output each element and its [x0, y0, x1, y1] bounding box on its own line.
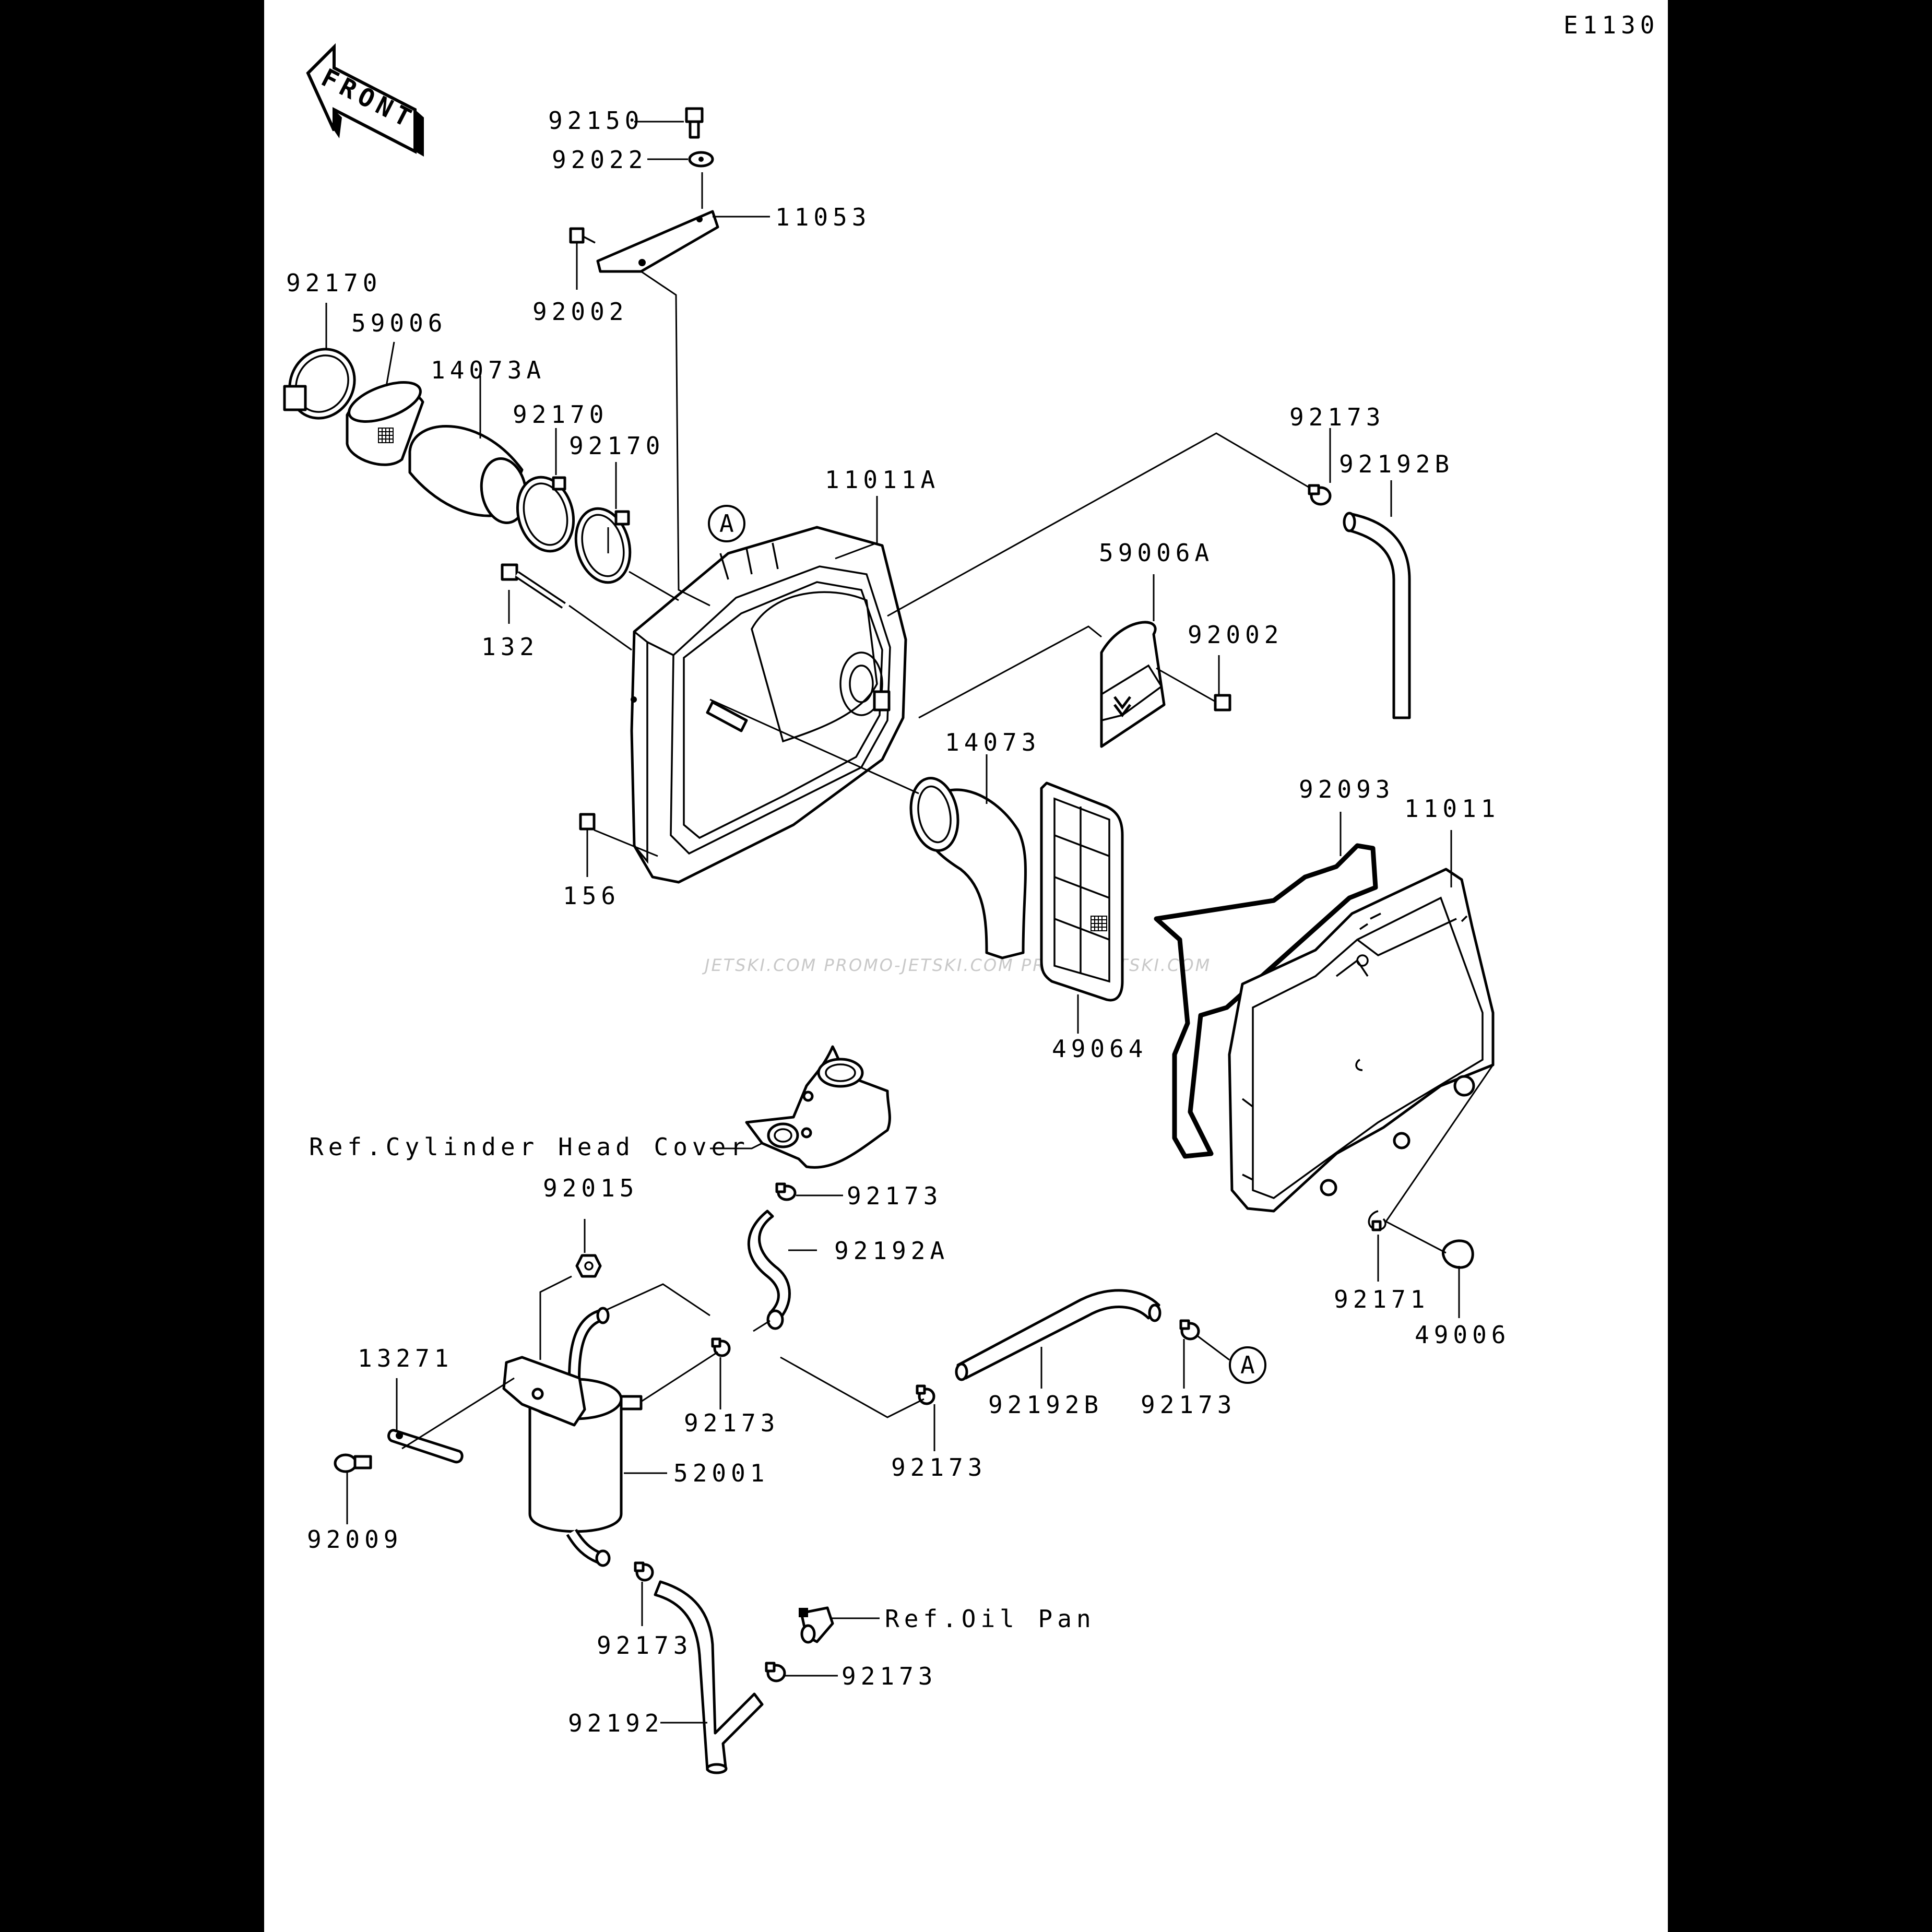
label-132: 132 — [481, 633, 539, 661]
label-92192A: 92192A — [834, 1237, 949, 1265]
label-156: 156 — [563, 882, 620, 910]
bolt-132 — [501, 563, 566, 609]
clamp-92173-top — [1308, 484, 1332, 506]
label-11053: 11053 — [775, 203, 871, 231]
clamp-92173-head — [775, 1182, 797, 1201]
label-92170-c: 92170 — [569, 432, 665, 460]
label-49006: 49006 — [1415, 1321, 1510, 1349]
elbow-duct-14073 — [909, 777, 1027, 959]
label-59006: 59006 — [351, 309, 447, 337]
label-92022: 92022 — [552, 146, 647, 174]
clamp-92173-oil — [765, 1662, 786, 1682]
label-92002-top: 92002 — [532, 298, 628, 326]
label-92170-b: 92170 — [513, 400, 608, 429]
label-92173-top: 92173 — [1289, 403, 1385, 431]
hose-92192B-top — [1343, 512, 1411, 719]
label-92170-a: 92170 — [286, 269, 382, 297]
clamp-92170-mid-b — [574, 507, 632, 584]
label-92009: 92009 — [307, 1525, 402, 1554]
ref-oil-pan: Ref.Oil Pan — [885, 1605, 1096, 1633]
bolt-92002-top — [569, 227, 596, 244]
air-cleaner-housing-11011A — [630, 526, 907, 884]
leader-lines — [325, 121, 1494, 1724]
label-92015: 92015 — [543, 1174, 638, 1202]
ref-cylinder-head-cover: Ref.Cylinder Head Cover — [309, 1133, 750, 1161]
bolt-92002-right — [1214, 694, 1231, 712]
svg-text:A: A — [719, 509, 734, 538]
label-14073: 14073 — [945, 728, 1040, 756]
air-cleaner-cover-11011 — [1228, 868, 1495, 1213]
clip-92171 — [1368, 1210, 1386, 1231]
label-92002-right: 92002 — [1188, 621, 1283, 649]
cover-59006A — [1100, 621, 1166, 748]
gasket-92093 — [1154, 843, 1378, 1159]
label-92192B-top: 92192B — [1339, 450, 1454, 478]
clamp-92170-mid-a — [516, 476, 575, 553]
separator-52001 — [502, 1307, 643, 1567]
label-14073A: 14073A — [431, 356, 546, 384]
bolt-92150 — [685, 107, 704, 139]
label-92173-oil: 92173 — [841, 1662, 937, 1690]
oil-pan-fitting — [799, 1606, 834, 1644]
label-49064: 49064 — [1052, 1035, 1147, 1063]
label-59006A: 59006A — [1099, 539, 1214, 567]
cylinder-head-cover — [745, 1045, 891, 1169]
clamp-92170-left — [283, 348, 356, 420]
callout-a-upper: A — [708, 505, 745, 542]
label-92173-head: 92173 — [847, 1182, 942, 1210]
label-92150: 92150 — [548, 106, 644, 135]
bolt-156 — [579, 813, 596, 831]
diagram-code: E1130 — [1563, 11, 1659, 39]
stay-13271 — [387, 1429, 464, 1464]
label-52001: 52001 — [673, 1459, 769, 1487]
label-92192B-mid: 92192B — [988, 1391, 1103, 1419]
label-92173-separator: 92173 — [684, 1409, 779, 1437]
label-92173-mid: 92173 — [891, 1453, 987, 1481]
label-11011A: 11011A — [825, 466, 940, 494]
watermark: JETSKI.COM PROMO-JETSKI.COM PROMO-JETSKI… — [702, 955, 1211, 975]
hose-92192 — [654, 1580, 764, 1774]
duct-14073A — [408, 425, 528, 524]
label-92093: 92093 — [1299, 775, 1394, 803]
bracket-11053 — [596, 210, 719, 273]
callout-a-lower: A — [1229, 1346, 1266, 1384]
label-13271: 13271 — [358, 1344, 453, 1372]
label-92173-right: 92173 — [1141, 1391, 1236, 1419]
label-92192: 92192 — [568, 1709, 663, 1737]
front-arrow-icon: FRONT — [306, 43, 424, 157]
nut-92015 — [575, 1254, 602, 1278]
screw-92009 — [334, 1453, 372, 1473]
label-92171: 92171 — [1334, 1285, 1429, 1313]
hose-92192B-mid — [955, 1289, 1161, 1381]
clamp-92173-right — [1179, 1319, 1200, 1341]
hose-92192A — [747, 1210, 791, 1322]
cap-49006 — [1442, 1239, 1474, 1269]
clamp-92173-separator — [711, 1337, 731, 1357]
filter-59006 — [346, 381, 424, 466]
label-11011: 11011 — [1404, 795, 1500, 823]
part-number-labels: 92150 92022 11053 92002 92170 59006 1407… — [286, 106, 1510, 1737]
clamp-92173-low — [634, 1561, 654, 1582]
svg-text:A: A — [1240, 1351, 1255, 1379]
label-92173-low: 92173 — [597, 1631, 692, 1660]
screen-49064 — [1040, 781, 1124, 1002]
